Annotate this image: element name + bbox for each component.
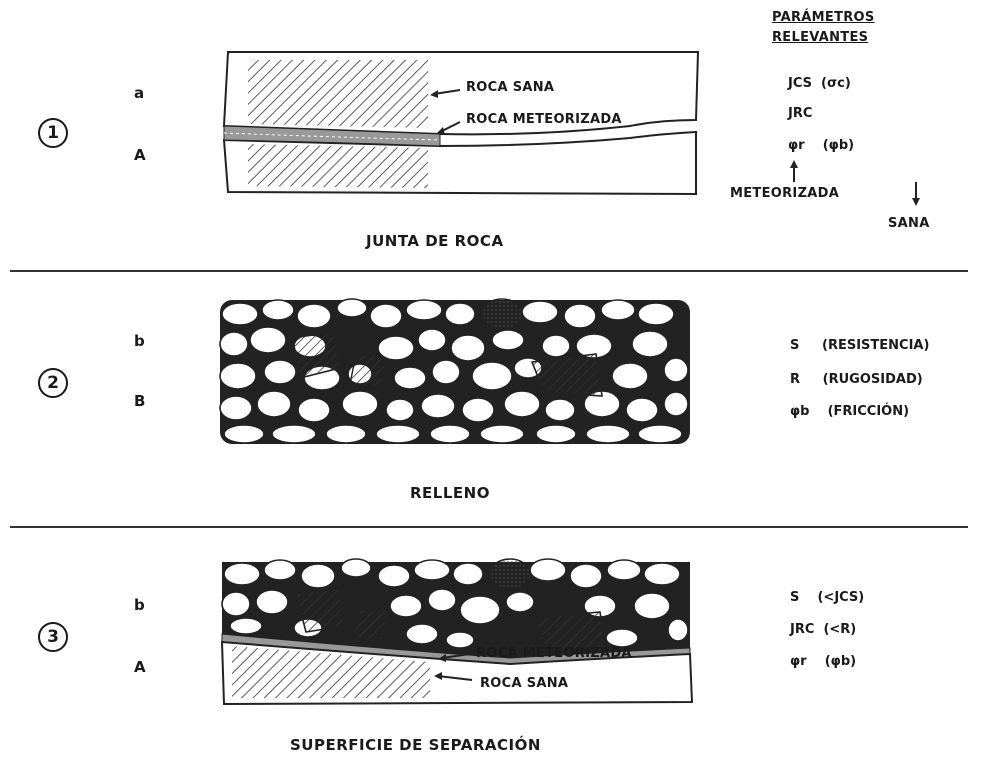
param-1-1: JCS (σc) [788, 76, 851, 91]
params-header-line1: PARÁMETROS [772, 10, 875, 25]
section-3-letter-top: b [134, 596, 145, 614]
section-1-letter-top: a [134, 84, 145, 102]
param-2-2: R (RUGOSIDAD) [790, 372, 923, 387]
arrow-meteorizada [788, 160, 800, 182]
param-2-3: φb (FRICCIÓN) [790, 404, 909, 419]
section-1-title: JUNTA DE ROCA [366, 232, 504, 250]
param-3-3: φr (φb) [790, 654, 856, 669]
arrow-sana [910, 182, 922, 206]
callout-roca-sana-1: ROCA SANA [466, 80, 554, 95]
rock-joint-diagram [210, 40, 710, 210]
section-2-letter-bottom: B [134, 392, 146, 410]
separation-surface-diagram [210, 548, 702, 718]
callout-roca-sana-3: ROCA SANA [480, 676, 568, 691]
section-1-letter-bottom: A [134, 146, 146, 164]
section-2-title: RELLENO [410, 484, 490, 502]
param-3-2: JRC (<R) [790, 622, 856, 637]
section-3-letter-bottom: A [134, 658, 146, 676]
callout-roca-meteorizada-3: ROCA METEORIZADA [476, 646, 632, 661]
note-sana: SANA [888, 216, 930, 231]
section-2-number: 2 [38, 368, 68, 398]
params-header-line2: RELEVANTES [772, 30, 868, 45]
section-3-number: 3 [38, 622, 68, 652]
param-3-1: S (<JCS) [790, 590, 864, 605]
divider-2 [10, 526, 968, 528]
section-1-number: 1 [38, 118, 68, 148]
param-1-3: φr (φb) [788, 138, 854, 153]
infill-diagram [210, 292, 700, 452]
param-1-2: JRC [788, 106, 812, 121]
note-meteorizada: METEORIZADA [730, 186, 839, 201]
param-2-1: S (RESISTENCIA) [790, 338, 929, 353]
section-3-title: SUPERFICIE DE SEPARACIÓN [290, 736, 541, 754]
section-2-letter-top: b [134, 332, 145, 350]
divider-1 [10, 270, 968, 272]
callout-roca-meteorizada-1: ROCA METEORIZADA [466, 112, 622, 127]
